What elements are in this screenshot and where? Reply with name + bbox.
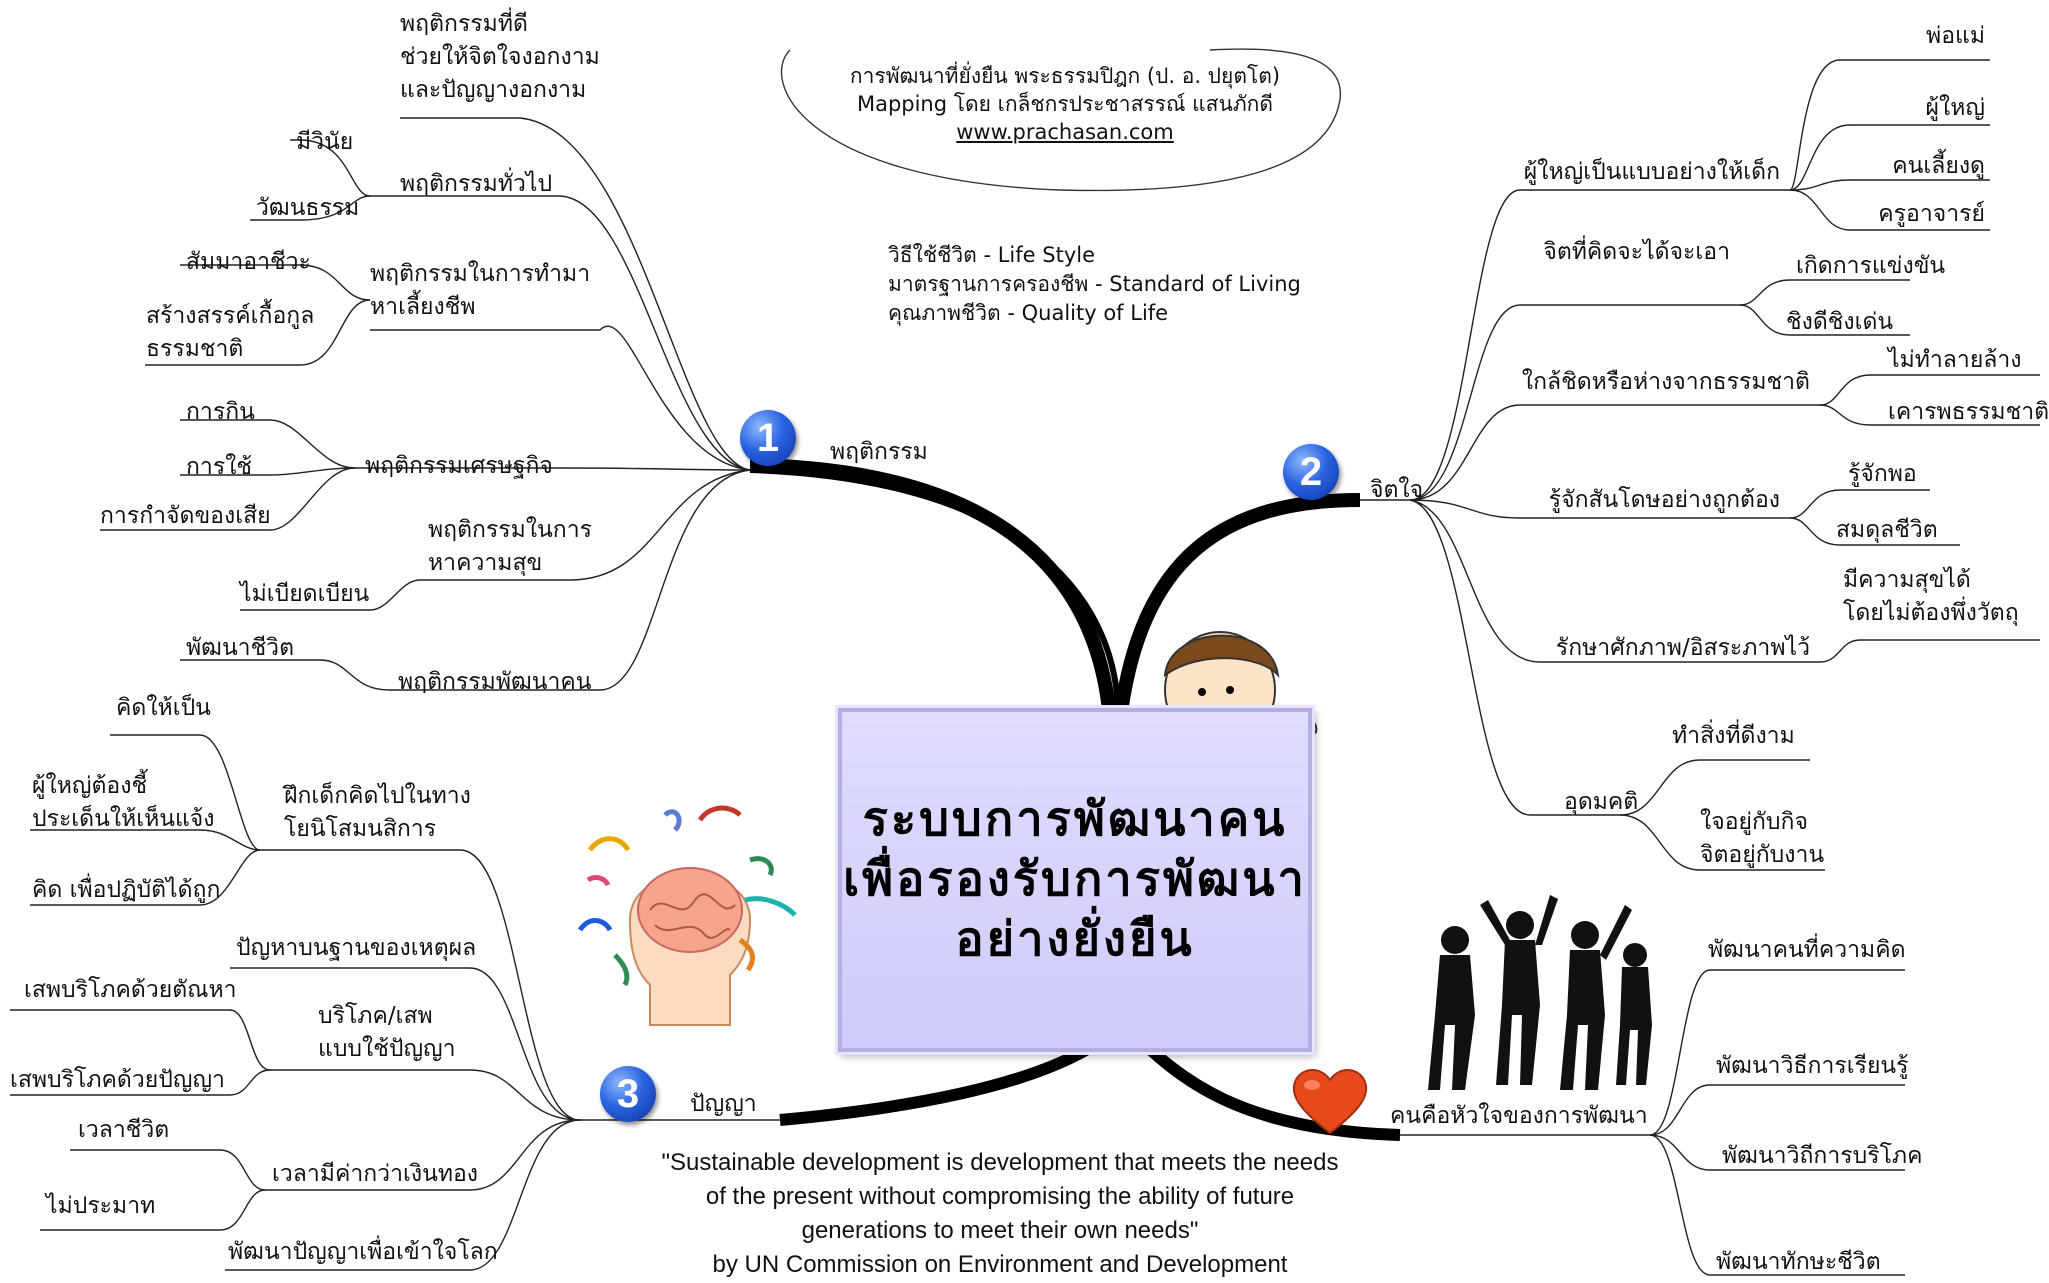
- b2-no-destroy: ไม่ทำลายล้าง: [1888, 347, 2022, 373]
- b3-life-time: เวลาชีวิต: [78, 1117, 170, 1143]
- b1-happiness-line1: พฤติกรรมในการ: [428, 517, 592, 543]
- center-title-line2: เพื่อรองรับการพัฒนา: [843, 852, 1307, 907]
- lifestyle-line3: คุณภาพชีวิต - Quality of Life: [888, 301, 1169, 325]
- quote-line3: generations to meet their own needs": [801, 1217, 1199, 1244]
- branch4-label: คนคือหัวใจของการพัฒนา: [1390, 1103, 1648, 1129]
- b3-consume-line2: แบบใช้ปัญญา: [318, 1036, 456, 1062]
- b1-using: การใช้: [186, 454, 253, 480]
- quote-line2: of the present without compromising the …: [705, 1183, 1295, 1210]
- b1-livelihood-line2: หาเลี้ยงชีพ: [370, 294, 476, 320]
- lifestyle-line1: วิธีใช้ชีวิต - Life Style: [888, 243, 1095, 267]
- b3-train-line1: ฝึกเด็กคิดไปในทาง: [284, 783, 471, 809]
- b2-teachers: ครูอาจารย์: [1878, 201, 1985, 227]
- b1-eating: การกิน: [186, 399, 255, 425]
- b2-happy-line1: มีความสุขได้: [1843, 567, 1971, 593]
- b3-consume-wisdom: เสพบริโภคด้วยปัญญา: [10, 1067, 225, 1093]
- b1-nature-line1: สร้างสรรค์เกื้อกูล: [146, 303, 315, 329]
- lifestyle-line2: มาตรฐานการครองชีพ - Standard of Living: [888, 272, 1301, 296]
- branch1-label: พฤติกรรม: [830, 439, 928, 465]
- b3-adults-line2: ประเด็นให้เห็นแจ้ง: [32, 806, 215, 832]
- b2-acquire: จิตที่คิดจะได้จะเอา: [1543, 239, 1730, 265]
- b4-learning: พัฒนาวิธีการเรียนรู้: [1716, 1053, 1909, 1079]
- b3-consume-craving: เสพบริโภคด้วยตัณหา: [24, 977, 237, 1003]
- b1-good-line1: พฤติกรรมที่ดี: [400, 11, 528, 37]
- brain-head-icon: [577, 805, 797, 1026]
- b3-adults-point: ผู้ใหญ่ต้องชี้ ประเด็นให้เห็นแจ้ง: [32, 770, 215, 836]
- b1-right-livelihood: สัมมาอาชีวะ: [186, 249, 311, 275]
- b1-good-line3: และปัญญางอกงาม: [400, 77, 587, 103]
- center-title-line3: อย่างยั่งยืน: [955, 912, 1195, 967]
- b4-life-skills: พัฒนาทักษะชีวิต: [1716, 1249, 1881, 1275]
- b2-example: ผู้ใหญ่เป็นแบบอย่างให้เด็ก: [1523, 159, 1780, 185]
- b4-consumption: พัฒนาวิถีการบริโภค: [1722, 1143, 1923, 1169]
- b3-reason: ปัญหาบนฐานของเหตุผล: [236, 935, 477, 961]
- b3-world: พัฒนาปัญญาเพื่อเข้าใจโลก: [228, 1239, 498, 1265]
- heart-icon: [1292, 1069, 1368, 1135]
- b2-rivalry: ชิงดีชิงเด่น: [1786, 309, 1894, 335]
- b2-ideal: อุดมคติ: [1564, 789, 1639, 815]
- b2-dignity: รักษาศักภาพ/อิสระภาพไว้: [1555, 635, 1810, 661]
- branch2-label: จิตใจ: [1370, 477, 1424, 503]
- b1-general: พฤติกรรมทั่วไป: [400, 171, 553, 197]
- b3-heedful: ไม่ประมาท: [46, 1193, 156, 1219]
- b1-nature-friendly: สร้างสรรค์เกื้อกูล ธรรมชาติ: [146, 300, 314, 366]
- b1-non-harm: ไม่เบียดเบียน: [240, 581, 370, 607]
- b3-train-line2: โยนิโสมนสิการ: [284, 816, 437, 842]
- b2-mind-line1: ใจอยู่กับกิจ: [1700, 809, 1808, 835]
- b2-happy-line2: โดยไม่ต้องพึ่งวัตถุ: [1843, 600, 2019, 626]
- b2-nature: ใกล้ชิดหรือห่างจากธรรมชาติ: [1521, 369, 1810, 395]
- center-topic-box: ระบบการพัฒนาคน เพื่อรองรับการพัฒนา อย่าง…: [838, 708, 1312, 1052]
- b2-mind-line2: จิตอยู่กับงาน: [1700, 842, 1825, 868]
- b1-good-line2: ช่วยให้จิตใจงอกงาม: [400, 44, 600, 70]
- branch3-number-badge: 3: [600, 1066, 656, 1122]
- b2-parents: พ่อแม่: [1926, 23, 1985, 49]
- b1-culture: วัฒนธรรม: [256, 195, 360, 221]
- b1-waste: การกำจัดของเสีย: [100, 503, 271, 529]
- people-silhouette-icon: [1428, 895, 1652, 1090]
- b2-caretakers: คนเลี้ยงดู: [1892, 153, 1985, 179]
- b3-adults-line1: ผู้ใหญ่ต้องชี้: [32, 773, 148, 799]
- branch2-number-badge: 2: [1283, 444, 1339, 500]
- lifestyle-note: วิธีใช้ชีวิต - Life Style มาตรฐานการครอง…: [888, 241, 1301, 328]
- branch3-label: ปัญญา: [690, 1091, 757, 1117]
- b1-develop-life: พัฒนาชีวิต: [186, 635, 295, 661]
- b3-time: เวลามีค่ากว่าเงินทอง: [272, 1161, 479, 1187]
- quote-line1: "Sustainable development is development …: [661, 1149, 1339, 1176]
- b3-consume: บริโภค/เสพ แบบใช้ปัญญา: [318, 1000, 456, 1066]
- b2-mind-on-work: ใจอยู่กับกิจ จิตอยู่กับงาน: [1700, 806, 1824, 872]
- b4-thinking: พัฒนาคนที่ความคิด: [1708, 937, 1906, 963]
- credit-link[interactable]: www.prachasan.com: [956, 120, 1174, 144]
- b3-train: ฝึกเด็กคิดไปในทาง โยนิโสมนสิการ: [284, 780, 471, 846]
- credit-line2: Mapping โดย เกล็ชกรประชาสรรณ์ แสนภักดี: [856, 92, 1274, 116]
- branch1-number-badge: 1: [740, 410, 796, 466]
- credit-note: การพัฒนาที่ยั่งยืน พระธรรมปิฎก (ป. อ. ปย…: [800, 62, 1330, 146]
- b1-happiness: พฤติกรรมในการ หาความสุข: [428, 514, 592, 580]
- quote-line4: by UN Commission on Environment and Deve…: [712, 1251, 1288, 1278]
- b1-good-behaviour: พฤติกรรมที่ดี ช่วยให้จิตใจงอกงาม และปัญญ…: [400, 8, 600, 107]
- b3-think-right: คิดให้เป็น: [116, 695, 211, 721]
- b2-enough: รู้จักพอ: [1848, 461, 1917, 487]
- center-title: ระบบการพัฒนาคน เพื่อรองรับการพัฒนา อย่าง…: [843, 790, 1307, 970]
- credit-line1: การพัฒนาที่ยั่งยืน พระธรรมปิฎก (ป. อ. ปย…: [849, 64, 1281, 88]
- b1-livelihood: พฤติกรรมในการทำมา หาเลี้ยงชีพ: [370, 258, 590, 324]
- b3-think-act: คิด เพื่อปฏิบัติได้ถูก: [32, 877, 221, 903]
- b1-discipline: มีวินัย: [296, 129, 354, 155]
- b2-happy-without-material: มีความสุขได้ โดยไม่ต้องพึ่งวัตถุ: [1843, 564, 2019, 630]
- b1-develop: พฤติกรรมพัฒนาคน: [398, 669, 592, 695]
- b1-nature-line2: ธรรมชาติ: [146, 336, 244, 362]
- b2-respect-nature: เคารพธรรมชาติ: [1888, 399, 2049, 425]
- b1-happiness-line2: หาความสุข: [428, 550, 543, 576]
- b1-economic: พฤติกรรมเศรษฐกิจ: [365, 453, 553, 479]
- b2-do-good: ทำสิ่งที่ดีงาม: [1672, 723, 1795, 749]
- b2-elders: ผู้ใหญ่: [1925, 95, 1985, 121]
- un-quote: "Sustainable development is development …: [560, 1146, 1440, 1282]
- b3-consume-line1: บริโภค/เสพ: [318, 1003, 433, 1029]
- b2-content: รู้จักสันโดษอย่างถูกต้อง: [1548, 487, 1780, 513]
- b1-livelihood-line1: พฤติกรรมในการทำมา: [370, 261, 591, 287]
- b2-competition: เกิดการแข่งขัน: [1796, 253, 1946, 279]
- b2-balance: สมดุลชีวิต: [1836, 517, 1938, 543]
- center-title-line1: ระบบการพัฒนาคน: [862, 792, 1288, 847]
